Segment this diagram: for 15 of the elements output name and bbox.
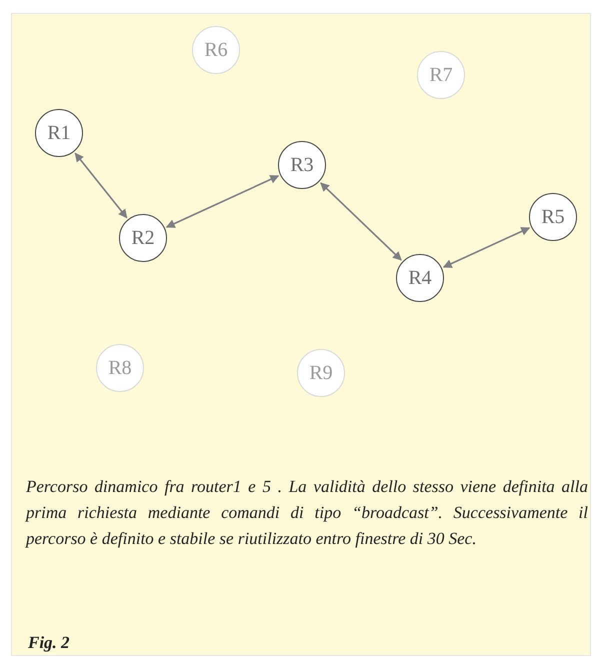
- double-arrow: [442, 227, 530, 268]
- router-label: R4: [408, 268, 432, 288]
- router-label: R1: [47, 123, 71, 143]
- figure-number: Fig. 2: [28, 632, 70, 654]
- double-arrow: [320, 182, 402, 261]
- router-label: R9: [309, 363, 333, 383]
- double-arrow: [74, 152, 128, 218]
- router-label: R6: [204, 40, 228, 60]
- caption: Percorso dinamico fra router1 e 5 . La validità dello stesso viene definita alla prima richiesta mediante comandi di tipo “broadcast”. Successivamente il percorso è definito e stabile se riutilizzato entro finestre di 30 Sec.: [26, 476, 588, 550]
- double-arrow: [166, 175, 280, 228]
- router-label: R7: [429, 65, 453, 85]
- router-label: R8: [108, 358, 132, 378]
- router-label: R2: [131, 228, 155, 248]
- router-label: R3: [290, 155, 314, 175]
- router-label: R5: [541, 207, 565, 227]
